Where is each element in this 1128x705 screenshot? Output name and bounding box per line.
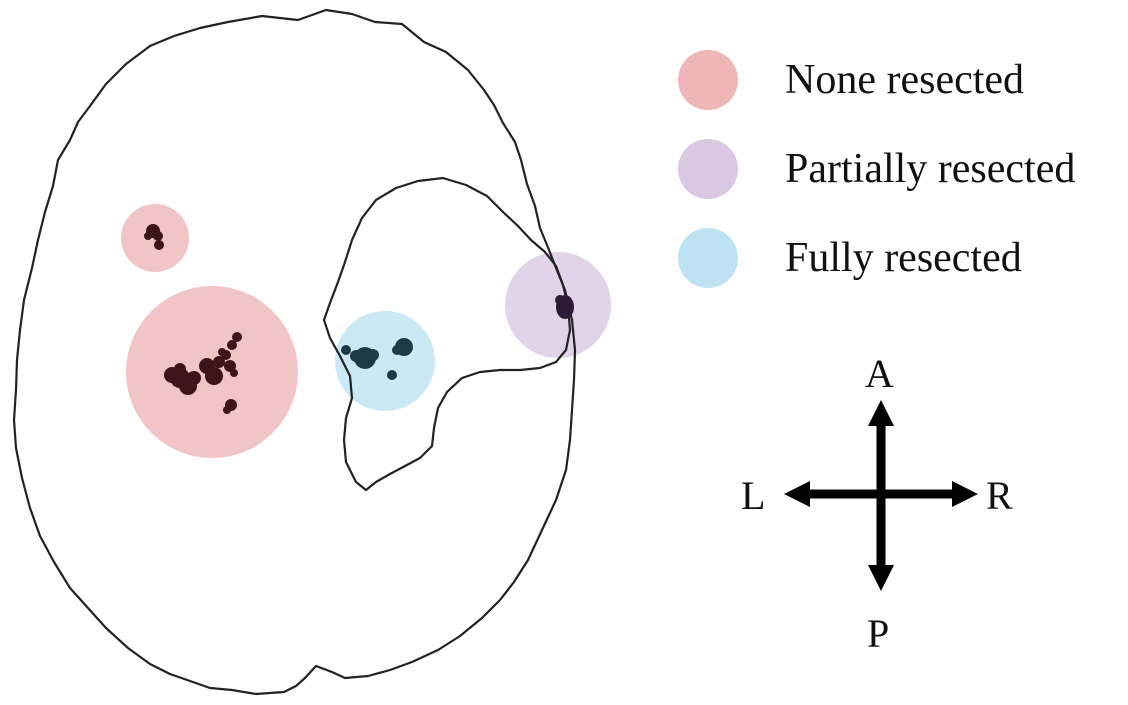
legend-swatch-fully [678, 228, 738, 288]
legend-swatch-none [678, 50, 738, 110]
compass-arrows [784, 400, 978, 591]
compass-label-posterior: P [867, 611, 890, 656]
arrow-down-icon [868, 565, 894, 591]
legend-label-none: None resected [785, 57, 1025, 103]
legend-item-partially: Partially resected [678, 139, 1128, 199]
lesion-partially-resected [555, 295, 574, 319]
lesions-small-none [144, 224, 164, 250]
compass-label-left: L [741, 473, 766, 518]
resection-cavity-outline [322, 176, 572, 492]
legend-swatch-partially [678, 139, 738, 199]
legend-item-fully: Fully resected [678, 228, 1128, 288]
legend-label-partially: Partially resected [785, 146, 1076, 192]
brain-outline [12, 8, 577, 696]
compass-label-anterior: A [865, 351, 894, 396]
compass-label-right: R [986, 473, 1013, 518]
legend-item-none: None resected [678, 50, 1128, 110]
legend-label-fully: Fully resected [785, 235, 1022, 281]
arrow-up-icon [868, 400, 894, 426]
lesions-large-none [164, 332, 242, 414]
arrow-left-icon [784, 481, 810, 507]
zone-fully [335, 311, 435, 411]
lesions-fully-resected [341, 338, 413, 380]
arrow-right-icon [952, 481, 978, 507]
